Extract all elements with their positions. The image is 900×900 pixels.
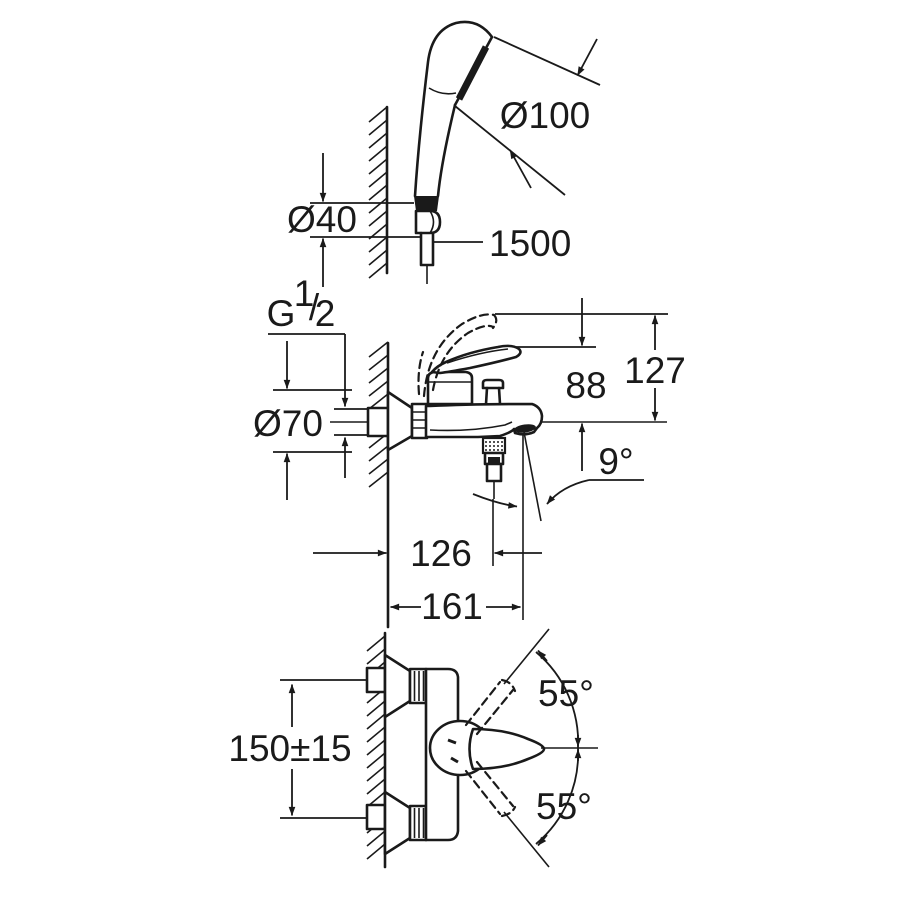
- angle-leader-arrow: [546, 479, 590, 505]
- lever-handle-top: [468, 727, 546, 771]
- shower-outlet-knurl: [481, 436, 507, 455]
- inlet-nut: [366, 406, 390, 438]
- escutcheon: [386, 390, 414, 452]
- mixer-body-spout: [424, 402, 544, 439]
- dim-head-arrow-top: [576, 38, 598, 76]
- label-center-distance: 150±15: [228, 728, 351, 769]
- label-lever-swing-down: 55°: [536, 786, 592, 827]
- label-spout-reach: 161: [421, 586, 483, 627]
- mixer-top-view: 55° 55° 150±15: [228, 628, 598, 869]
- label-lever-height: 88: [565, 365, 606, 406]
- handle-inner-edge: [436, 103, 457, 198]
- spout-contour: [429, 421, 513, 432]
- holder-clamp: [414, 196, 439, 211]
- lever-raised-dashed-tip: [491, 313, 498, 330]
- inlet-nut-bottom: [365, 803, 387, 831]
- spout-outlet: [514, 424, 536, 433]
- label-shower-outlet-reach: 126: [410, 533, 472, 574]
- label-thread-den: 2: [315, 293, 336, 334]
- union-nut-threads: [412, 411, 427, 429]
- lever-raised-dashed-outer: [422, 313, 496, 398]
- wall-holder: [414, 209, 442, 235]
- label-thread-g: G: [267, 293, 296, 334]
- wall-hatch: [368, 106, 388, 279]
- lever-detail-line: [446, 348, 509, 364]
- inlet-nut-top: [365, 666, 387, 694]
- diverter-stem: [484, 386, 502, 406]
- dim-head-ext-top: [493, 36, 601, 86]
- swing-up-extension: [503, 628, 550, 685]
- shower-outlet-tip: [485, 462, 503, 483]
- swing-up-arc-arrow-end: [537, 649, 548, 662]
- stream-angle-line: [523, 431, 542, 522]
- angle-arc-arrow: [472, 493, 518, 509]
- lever-swing-up-dashed-2: [475, 688, 515, 736]
- escutcheon-bottom: [383, 790, 412, 856]
- label-thread-slash: /: [309, 287, 320, 328]
- dim-head-arrow-bottom: [509, 149, 532, 189]
- mixer-side-view: G 1 / 2 Ø70 88 127 9° 126: [253, 273, 686, 629]
- shower-outlet-band: [488, 457, 500, 464]
- lever-swing-up-dashed-1: [464, 680, 502, 727]
- label-lever-swing-up: 55°: [538, 673, 594, 714]
- hand-shower-view: Ø100 Ø40 1500: [287, 20, 601, 287]
- lever-swing-up-dashed-tip: [500, 678, 517, 693]
- union-threads-bottom: [413, 808, 425, 838]
- escutcheon-top: [383, 653, 412, 719]
- shower-head-outline: [413, 20, 494, 198]
- label-holder-diameter: Ø40: [287, 199, 357, 240]
- lever-raised-dashed-back: [417, 350, 425, 396]
- lever-raised-dashed-inner: [431, 324, 495, 392]
- lever-handle: [430, 344, 522, 375]
- thread-extension-lines: [334, 408, 368, 436]
- swing-down-arc-arrow-end: [537, 834, 548, 847]
- shower-hose: [419, 231, 435, 267]
- cartridge-cap: [426, 370, 474, 406]
- label-escutcheon-diameter: Ø70: [253, 403, 323, 444]
- lever-swing-down-dashed-1: [464, 769, 502, 816]
- wall-holder-detail: [429, 210, 435, 234]
- lever-indicator-nibs: [447, 738, 459, 764]
- head-handle-joint: [428, 87, 457, 95]
- label-lever-raised-height: 127: [624, 350, 686, 391]
- label-hose-length: 1500: [489, 223, 571, 264]
- lever-swing-down-dashed-tip: [500, 805, 517, 818]
- spray-face-plate: [455, 45, 490, 101]
- label-spout-angle: 9°: [598, 441, 633, 482]
- label-thread-num: 1: [294, 273, 315, 314]
- swing-down-extension: [503, 811, 550, 868]
- label-head-diameter: Ø100: [500, 95, 591, 136]
- union-threads-top: [413, 671, 425, 701]
- lever-swing-down-dashed-2: [475, 760, 515, 808]
- diverter-knob: [481, 378, 505, 390]
